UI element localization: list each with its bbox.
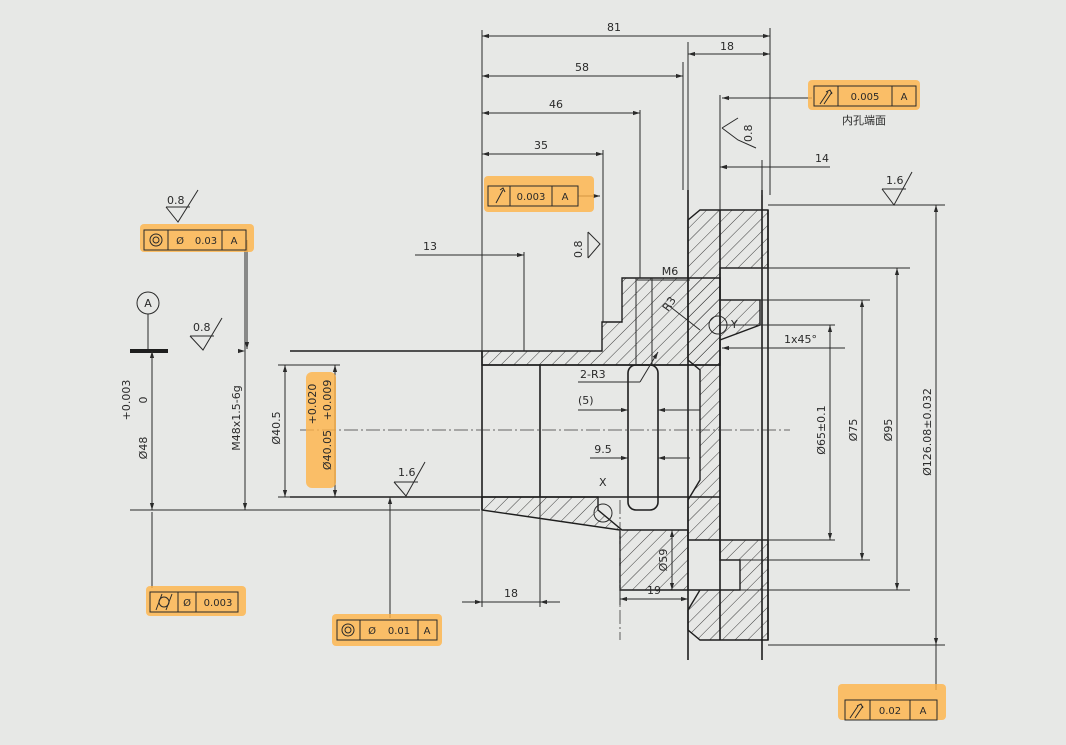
cylindricity-icon — [155, 593, 173, 611]
fcf-value: 0.02 — [879, 706, 901, 717]
label-y: Y — [730, 318, 738, 331]
fcf-datum: A — [920, 706, 927, 717]
datum-a-symbol: A — [136, 291, 160, 315]
dim-35: 35 — [534, 139, 548, 152]
dim-phi40-tol-lower: +0.009 — [321, 380, 334, 421]
flange-hatch — [687, 277, 721, 541]
roughness-value: 0.8 — [742, 125, 755, 143]
dim-thread: M48x1.5-6g — [230, 385, 243, 450]
dim-58: 58 — [575, 61, 589, 74]
dim-chamfer: 1x45° — [784, 333, 817, 346]
dim-phi65: Ø65±0.1 — [815, 405, 828, 454]
dim-m6: M6 — [662, 265, 679, 278]
dim-phi126: Ø126.08±0.032 — [921, 388, 934, 476]
fcf-value: 0.003 — [517, 192, 546, 203]
dim-phi48-tol-lower: 0 — [137, 397, 150, 404]
fcf-value: 0.03 — [195, 236, 217, 247]
dim-9-5: 9.5 — [594, 443, 612, 456]
fcf-cylindricity: Ø 0.003 — [146, 586, 246, 616]
dim-phi40-5: Ø40.5 — [270, 411, 283, 444]
fcf-datum: A — [424, 626, 431, 637]
dim-19: 19 — [647, 584, 661, 597]
roughness-symbol: 0.8 — [165, 189, 199, 223]
upper-wall-hatch — [481, 209, 769, 366]
roughness-symbol: 0.8 — [721, 117, 757, 149]
dim-phi40-05: Ø40.05 — [321, 430, 334, 470]
fcf-value: 0.003 — [204, 598, 233, 609]
runout-icon — [495, 187, 506, 204]
dim-phi95: Ø95 — [882, 419, 895, 442]
dimension-texts: 81 18 58 46 35 14 13 M6 R3 1x45° 2-R3 (5… — [120, 21, 934, 600]
dim-18-top: 18 — [720, 40, 734, 53]
dim-phi75: Ø75 — [847, 419, 860, 442]
total-runout-icon — [849, 703, 864, 719]
dim-phi48: Ø48 — [137, 437, 150, 460]
dim-2-r3: 2-R3 — [580, 368, 606, 381]
highlight-mark — [484, 176, 594, 212]
fcf-datum: A — [231, 236, 238, 247]
roughness-symbol: 0.8 — [189, 317, 223, 351]
label-inner-end-face: 内孔端面 — [842, 113, 886, 127]
roughness-symbol: 1.6 — [881, 171, 913, 206]
dim-46: 46 — [549, 98, 563, 111]
fcf-left-concentricity: Ø 0.03 A — [140, 224, 254, 252]
roughness-value: 0.8 — [572, 241, 585, 259]
roughness-value: 1.6 — [886, 174, 904, 187]
fcf-bottom-runout: 0.02 A — [838, 684, 946, 721]
dim-phi59: Ø59 — [657, 549, 670, 572]
part-section — [130, 190, 790, 660]
highlight-mark — [838, 684, 946, 720]
dim-paren-5: (5) — [578, 394, 594, 407]
label-x: X — [599, 476, 607, 489]
concentricity-icon — [149, 233, 163, 247]
fcf-datum: A — [901, 92, 908, 103]
roughness-value: 0.8 — [167, 194, 185, 207]
lower-wall-hatch — [481, 496, 769, 641]
fcf-top-runout: 0.005 A — [808, 80, 920, 110]
fcf-mid-runout: 0.003 A — [484, 176, 594, 212]
roughness-value: 0.8 — [193, 321, 211, 334]
dim-18-bottom: 18 — [504, 587, 518, 600]
dim-phi48-tol-upper: +0.003 — [120, 380, 133, 421]
fcf-diameter-symbol: Ø — [176, 235, 184, 247]
roughness-symbol: 0.8 — [572, 231, 601, 259]
highlight-mark — [306, 372, 336, 488]
dimension-lines — [130, 28, 945, 690]
fcf-diameter-symbol: Ø — [368, 625, 376, 637]
roughness-value: 1.6 — [398, 466, 416, 479]
dim-13: 13 — [423, 240, 437, 253]
dim-14: 14 — [815, 152, 829, 165]
fcf-diameter-symbol: Ø — [183, 597, 191, 609]
concentricity-icon — [341, 623, 355, 637]
fcf-value: 0.005 — [851, 92, 880, 103]
roughness-symbol: 1.6 — [393, 461, 426, 497]
dim-81: 81 — [607, 21, 621, 34]
roughness-symbols: 0.8 0.8 1.6 1.6 0.8 0.8 — [165, 117, 913, 497]
fcf-bottom-concentricity: Ø 0.01 A — [332, 614, 442, 646]
datum-letter: A — [144, 297, 152, 310]
fcf-datum: A — [562, 192, 569, 203]
fcf-value: 0.01 — [388, 626, 410, 637]
dim-phi40-tol-upper: +0.020 — [306, 384, 319, 425]
total-runout-icon — [819, 89, 833, 105]
